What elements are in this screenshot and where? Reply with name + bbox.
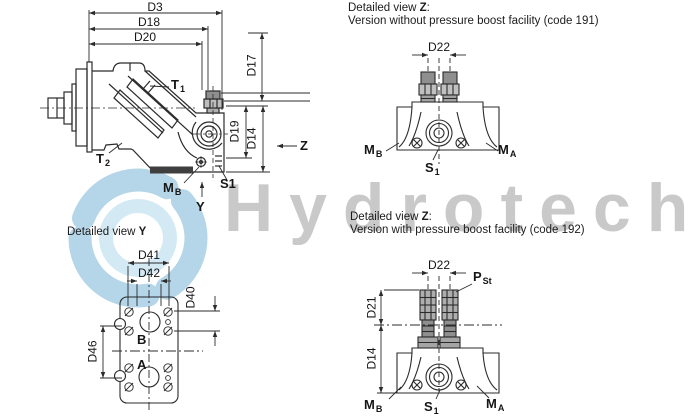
port-s1-label: S1	[220, 176, 236, 191]
view-z191-block	[396, 71, 500, 151]
port-t2-label: T2	[96, 151, 110, 168]
dim-d18-label: D18	[137, 15, 160, 29]
dim-d40-label: D40	[183, 286, 198, 309]
watermark-text: Hydrotech	[224, 170, 699, 246]
view-z191-subtitle: Version without pressure boost facility …	[348, 15, 599, 27]
view-z192-block	[396, 289, 500, 394]
dim-d46-label: D46	[85, 340, 100, 363]
axis-y-label: Y	[196, 199, 205, 214]
port-s1-191-label: S1	[425, 160, 440, 177]
dim-d22-192-label: D22	[427, 258, 450, 272]
port-ma-191-label: MA	[498, 142, 517, 159]
port-s1-192-label: S1	[424, 399, 439, 416]
port-b-label: B	[137, 332, 147, 347]
dim-d14-192-label: D14	[364, 347, 379, 370]
port-a-label: A	[137, 357, 147, 372]
view-y-port-plate	[113, 296, 179, 404]
port-ma-192-label: MA	[486, 396, 505, 413]
port-pst-label: PSt	[473, 269, 492, 286]
view-z191-dimensions	[385, 52, 499, 164]
view-z191-title: Detailed view Z:	[348, 2, 430, 14]
dim-d42-label: D42	[137, 266, 160, 280]
dim-d21-label: D21	[364, 296, 379, 319]
axis-z-label: Z	[300, 138, 308, 153]
port-mb-192-label: MB	[364, 397, 383, 414]
main-view-dimensions	[88, 10, 310, 197]
port-mb-label: MB	[163, 180, 182, 197]
dim-d20-label: D20	[133, 30, 156, 44]
port-t1-label: T1	[171, 77, 185, 94]
dim-d17-label: D17	[244, 54, 259, 77]
port-mb-191-label: MB	[364, 142, 383, 159]
view-y-title: Detailed view Y	[67, 226, 147, 238]
dim-d14-label: D14	[244, 127, 259, 150]
dim-d41-label: D41	[137, 248, 160, 262]
dim-d22-191-label: D22	[427, 40, 450, 54]
main-view-centerlines	[40, 86, 228, 178]
view-y-dimensions	[100, 258, 220, 412]
pump-side-view	[47, 61, 225, 174]
view-z192-title: Detailed view Z:	[350, 211, 432, 223]
dim-d19-label: D19	[227, 120, 242, 143]
dim-d3-label: D3	[147, 0, 163, 14]
view-z192-dimensions	[374, 270, 502, 400]
view-z192-subtitle: Version with pressure boost facility (co…	[350, 224, 585, 236]
